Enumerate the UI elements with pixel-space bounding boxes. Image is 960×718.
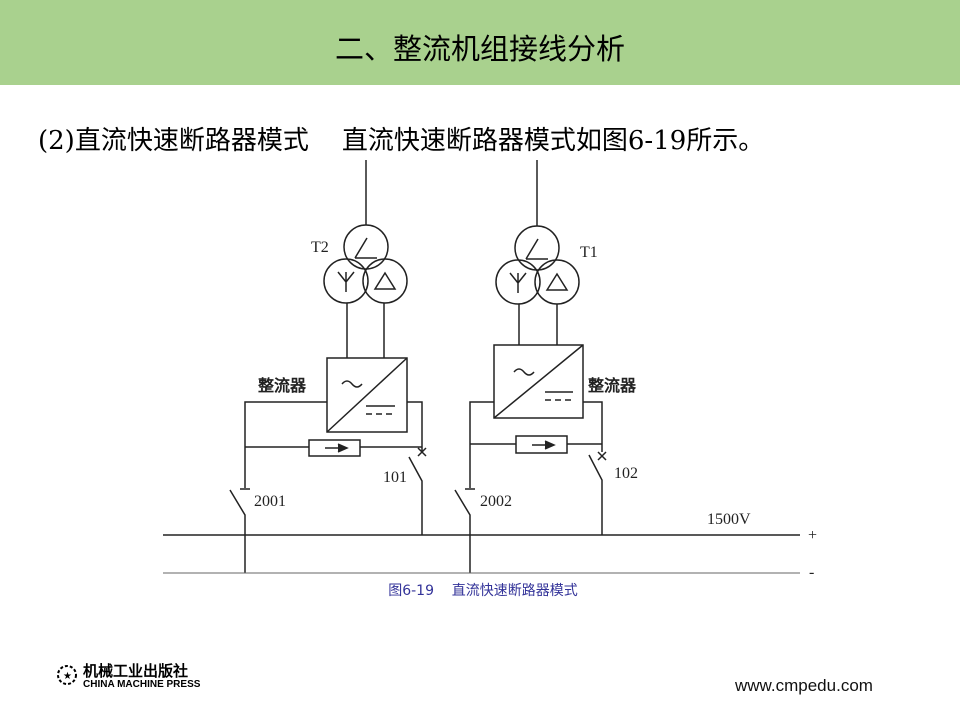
label-plus: + [808, 527, 817, 544]
publisher-name-cn: 机械工业出版社 [83, 662, 189, 680]
label-rectifier-left: 整流器 [257, 376, 307, 395]
transformer-t1 [495, 160, 580, 345]
breaker-102 [588, 451, 607, 535]
disconnector-2002 [454, 488, 475, 573]
label-t1: T1 [580, 244, 598, 261]
slide-subtitle: (2)直流快速断路器模式 直流快速断路器模式如图6-19所示。 [38, 126, 765, 156]
figure-caption: 图6-19 直流快速断路器模式 [388, 583, 578, 599]
label-102: 102 [614, 465, 638, 482]
breaker-101 [408, 447, 427, 535]
wire-left [244, 401, 423, 488]
label-2002: 2002 [480, 493, 512, 510]
label-bus-voltage: 1500V [707, 511, 751, 528]
slide-title: 二、整流机组接线分析 [334, 32, 625, 66]
gear-logo-icon: ★ [57, 665, 77, 685]
transformer-t2 [323, 160, 408, 358]
rectifier-right [493, 344, 584, 419]
label-101: 101 [383, 469, 407, 486]
label-minus: - [809, 564, 814, 581]
disconnector-2001 [229, 488, 250, 573]
website-url: www.cmpedu.com [735, 676, 873, 695]
label-rectifier-right: 整流器 [587, 376, 637, 395]
title-bar: 二、整流机组接线分析 [0, 0, 960, 85]
rectifier-left [326, 357, 408, 433]
label-2001: 2001 [254, 493, 286, 510]
publisher-name-en: CHINA MACHINE PRESS [83, 679, 201, 690]
label-t2: T2 [311, 239, 329, 256]
wire-right [469, 401, 603, 488]
svg-text:★: ★ [63, 671, 72, 682]
